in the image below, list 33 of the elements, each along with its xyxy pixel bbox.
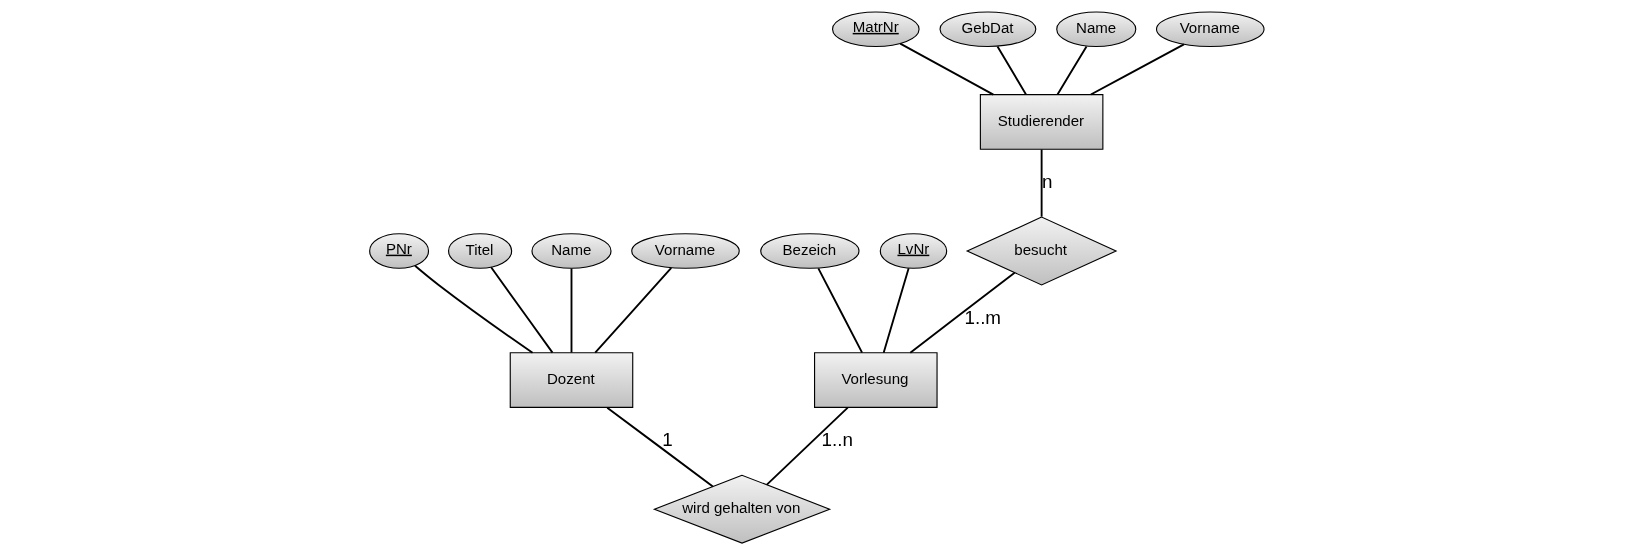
node-ellipse: Bezeich bbox=[760, 233, 860, 269]
node-box: Studierender bbox=[979, 94, 1104, 150]
node-diamond: wird gehalten von bbox=[652, 474, 832, 544]
connector bbox=[817, 267, 864, 354]
connector bbox=[996, 45, 1027, 96]
node-ellipse: Name bbox=[1056, 11, 1137, 48]
edge-label: 1 bbox=[662, 429, 673, 451]
node-diamond: besucht bbox=[965, 216, 1118, 286]
node-ellipse: Vorname bbox=[631, 233, 740, 269]
node-ellipse: MatrNr bbox=[831, 11, 920, 48]
connector bbox=[490, 266, 554, 354]
connector bbox=[765, 406, 849, 486]
connector bbox=[594, 266, 673, 354]
node-box: Dozent bbox=[509, 352, 634, 408]
connector bbox=[570, 267, 573, 354]
node-ellipse: PNr bbox=[369, 233, 430, 269]
edge-label: n bbox=[1042, 170, 1053, 192]
node-ellipse: Vorname bbox=[1155, 11, 1265, 48]
connector bbox=[414, 264, 534, 354]
edge-label: 1..n bbox=[821, 429, 853, 451]
node-ellipse: Name bbox=[531, 233, 612, 269]
connector bbox=[882, 267, 910, 354]
connector bbox=[606, 406, 714, 488]
node-ellipse: GebDat bbox=[939, 11, 1037, 48]
connector bbox=[1056, 45, 1088, 96]
connector bbox=[899, 42, 995, 96]
connector bbox=[909, 271, 1016, 354]
connector bbox=[1089, 43, 1185, 96]
node-box: Vorlesung bbox=[814, 352, 938, 408]
node-ellipse: Titel bbox=[448, 233, 513, 269]
edge-label: 1..m bbox=[964, 306, 1002, 328]
connector bbox=[1040, 148, 1043, 218]
node-ellipse: LvNr bbox=[879, 233, 948, 269]
